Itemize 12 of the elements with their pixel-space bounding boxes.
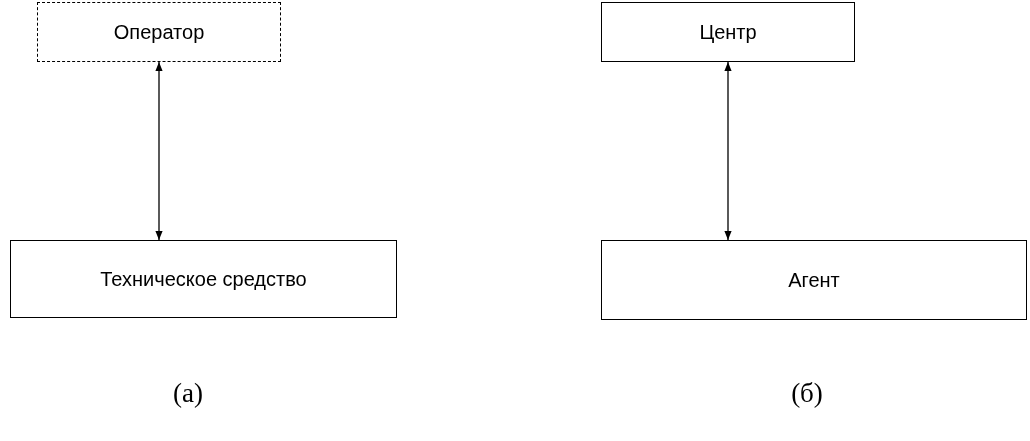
process-box bbox=[601, 240, 1027, 320]
double-arrow bbox=[724, 61, 732, 241]
node-label: Центр bbox=[699, 20, 757, 44]
panel-caption: (б) bbox=[791, 378, 823, 409]
dashed-box bbox=[37, 2, 281, 62]
node-label: Техническое средство bbox=[100, 267, 307, 291]
process-box bbox=[601, 2, 855, 62]
process-box bbox=[10, 240, 397, 318]
node-label: Оператор bbox=[113, 20, 205, 44]
double-arrow bbox=[155, 61, 163, 241]
panel-caption: (а) bbox=[173, 378, 203, 409]
node-label: Агент bbox=[788, 268, 840, 292]
